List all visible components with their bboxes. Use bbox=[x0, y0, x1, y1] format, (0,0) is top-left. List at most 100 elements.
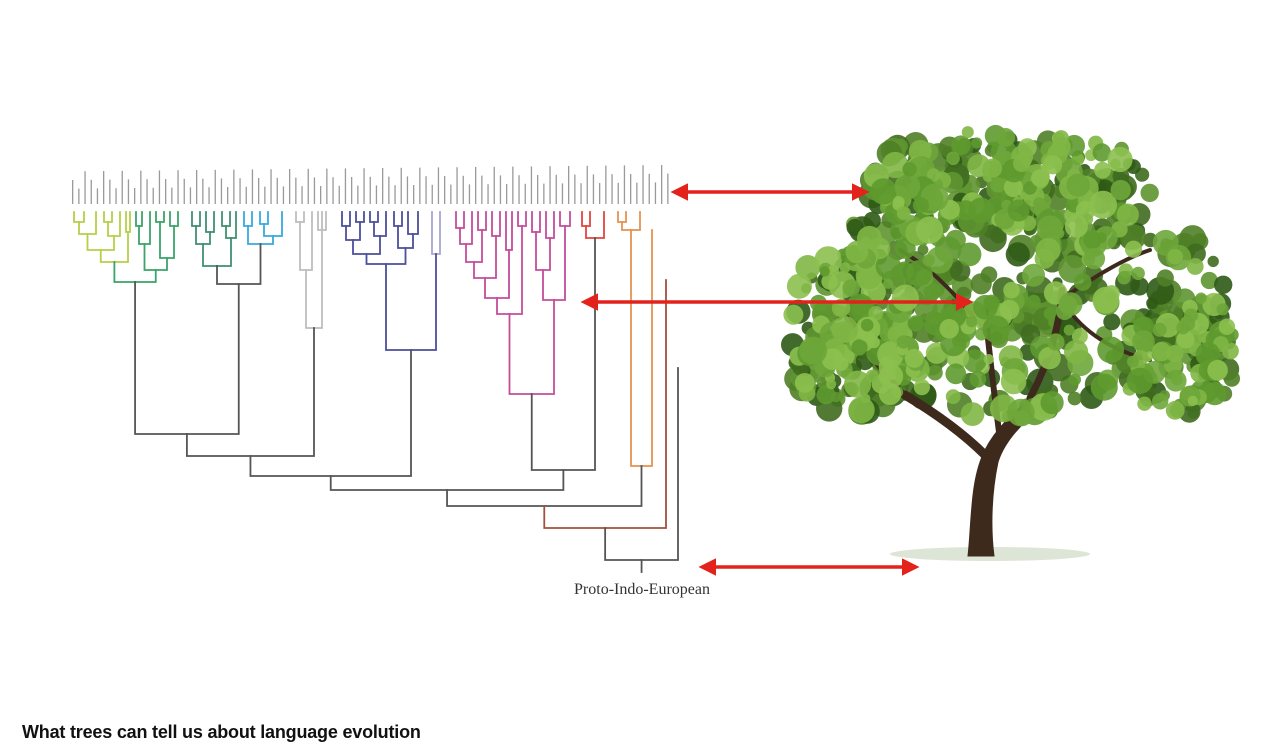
oak-tree-image bbox=[781, 124, 1241, 561]
language-name bbox=[282, 186, 285, 204]
language-name bbox=[654, 182, 657, 204]
language-name bbox=[499, 175, 502, 204]
tree-branch bbox=[247, 225, 274, 245]
language-family-tree bbox=[73, 211, 679, 573]
language-leaf-labels bbox=[72, 165, 669, 204]
tree-branch bbox=[352, 235, 381, 255]
language-name bbox=[344, 168, 347, 204]
language-name bbox=[78, 188, 80, 204]
language-name bbox=[475, 167, 477, 204]
language-name bbox=[115, 188, 117, 204]
language-name bbox=[270, 169, 272, 204]
language-name bbox=[121, 170, 123, 204]
language-name bbox=[605, 165, 607, 204]
language-name bbox=[437, 167, 440, 204]
language-name bbox=[183, 178, 185, 204]
language-name bbox=[431, 184, 433, 204]
tree-branch bbox=[243, 211, 253, 227]
language-name bbox=[227, 187, 229, 204]
tree-branch bbox=[369, 211, 379, 223]
tree-branch bbox=[604, 367, 679, 561]
tree-branch bbox=[355, 211, 365, 223]
tree-branch bbox=[465, 229, 483, 263]
language-name bbox=[636, 182, 638, 204]
language-name bbox=[623, 165, 626, 204]
language-name bbox=[220, 178, 223, 204]
tree-branch bbox=[259, 211, 269, 225]
language-name bbox=[84, 171, 86, 204]
tree-branch bbox=[385, 253, 437, 351]
tree-branch bbox=[617, 211, 627, 223]
tree-branch bbox=[125, 211, 131, 233]
language-name bbox=[158, 170, 161, 204]
language-name bbox=[543, 183, 545, 204]
language-name bbox=[413, 185, 415, 204]
language-name bbox=[72, 180, 74, 204]
language-name bbox=[493, 166, 495, 204]
tree-branch bbox=[630, 229, 653, 467]
language-name bbox=[382, 168, 384, 204]
language-name bbox=[289, 169, 291, 204]
tree-branch bbox=[107, 211, 121, 237]
tree-branch bbox=[397, 225, 414, 249]
language-name bbox=[171, 187, 173, 204]
tree-branch bbox=[531, 211, 541, 233]
language-name bbox=[96, 188, 99, 204]
language-name bbox=[313, 177, 316, 204]
tree-branch bbox=[225, 211, 237, 239]
tree-branch bbox=[73, 211, 85, 223]
tree-branch bbox=[169, 211, 179, 227]
language-name bbox=[518, 175, 520, 204]
tree-branch bbox=[195, 225, 211, 245]
language-name bbox=[481, 175, 483, 204]
language-name bbox=[363, 168, 365, 204]
language-name bbox=[580, 183, 582, 204]
tree-branch bbox=[202, 237, 232, 267]
language-name bbox=[245, 186, 247, 204]
language-name bbox=[617, 182, 619, 204]
language-name bbox=[599, 183, 601, 204]
language-name bbox=[140, 170, 142, 204]
language-name bbox=[251, 169, 254, 204]
tree-branch bbox=[530, 237, 596, 471]
language-name bbox=[233, 169, 235, 204]
language-name bbox=[630, 174, 632, 204]
language-name bbox=[568, 166, 570, 204]
language-name bbox=[530, 166, 533, 204]
tree-branch bbox=[103, 211, 113, 223]
tree-branch bbox=[365, 247, 407, 265]
tree-branch bbox=[143, 243, 168, 271]
language-name bbox=[642, 165, 644, 204]
language-name bbox=[555, 174, 557, 204]
tree-branch bbox=[134, 281, 240, 435]
language-name bbox=[561, 183, 564, 204]
language-name bbox=[661, 165, 663, 204]
language-name bbox=[450, 184, 452, 204]
language-name bbox=[258, 178, 260, 204]
language-name bbox=[301, 186, 303, 204]
language-name bbox=[592, 174, 595, 204]
tree-branch bbox=[295, 211, 305, 223]
language-name bbox=[487, 184, 489, 204]
language-name bbox=[90, 179, 92, 204]
tree-branch bbox=[431, 211, 441, 255]
tree-branch bbox=[221, 211, 231, 227]
language-name bbox=[338, 185, 340, 204]
tree-branch bbox=[455, 211, 465, 229]
tree-branch bbox=[545, 211, 555, 239]
tree-branch bbox=[393, 211, 403, 227]
language-name bbox=[444, 176, 446, 204]
language-name bbox=[307, 168, 309, 204]
language-name bbox=[400, 167, 402, 204]
language-name bbox=[462, 175, 464, 204]
tree-branch bbox=[113, 261, 157, 283]
language-name bbox=[369, 176, 371, 204]
language-name bbox=[425, 176, 427, 204]
language-name bbox=[574, 174, 576, 204]
language-name bbox=[152, 187, 154, 204]
language-name bbox=[202, 178, 204, 204]
tree-branch bbox=[249, 349, 412, 477]
tree-branch bbox=[477, 211, 487, 231]
tree-branch bbox=[191, 211, 201, 227]
language-name bbox=[351, 177, 353, 204]
